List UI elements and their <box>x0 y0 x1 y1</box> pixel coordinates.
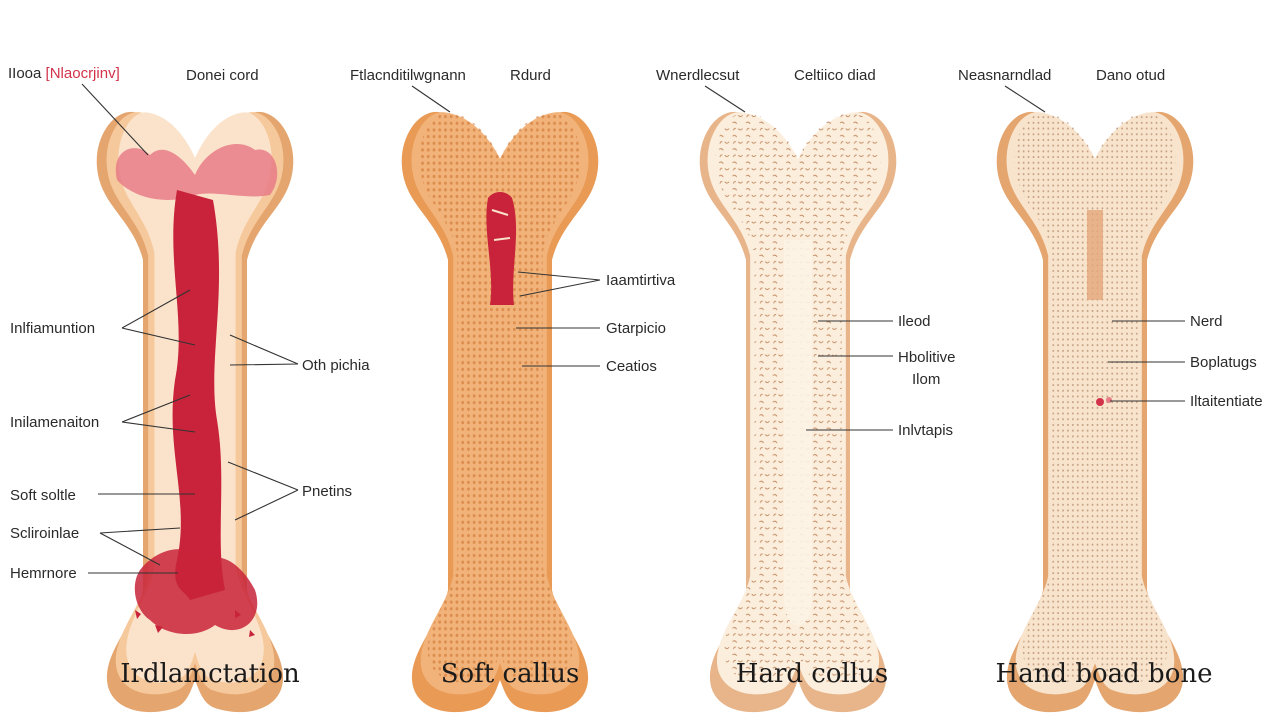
p1-label-inflammation: Inlfiamuntion <box>10 320 95 337</box>
p3-label-b1: Hbolitive <box>898 349 956 366</box>
p1-leader-b <box>229 334 299 366</box>
remodel-spot-2 <box>1106 397 1112 403</box>
p2-caption: Soft callus <box>441 659 580 689</box>
p1-leader-f <box>99 527 181 566</box>
p1-label-hemorrhage: Hemrnore <box>10 565 77 582</box>
p4-label-a: Nerd <box>1190 313 1223 330</box>
p2-top-right-label: Rdurd <box>510 67 551 84</box>
panel-hard-callus <box>699 111 897 713</box>
p1-top-left-label: IIooa [Nlaocrjinv] <box>8 65 120 82</box>
p1-caption: Irdlamctation <box>120 659 300 689</box>
p1-leader-e <box>227 461 299 521</box>
trabecular-texture <box>1014 112 1176 683</box>
panel-remodeled-bone <box>996 111 1194 713</box>
p4-top-right-label: Dano otud <box>1096 67 1165 84</box>
p3-caption: Hard collus <box>736 659 888 689</box>
p3-label-a: Ileod <box>898 313 931 330</box>
p4-top-left-label: Neasnarndlad <box>958 67 1051 84</box>
panel-soft-callus <box>401 111 599 713</box>
hematoma-bottom <box>134 549 258 635</box>
p2-label-b: Gtarpicio <box>606 320 666 337</box>
p3-top-left-label: Wnerdlecsut <box>656 67 740 84</box>
p1-top-right-label: Donei cord <box>186 67 259 84</box>
p1-leader-a <box>121 289 196 346</box>
panel-inflammation <box>96 111 294 713</box>
p4-top-leader <box>1004 85 1046 113</box>
medullary-channel <box>784 240 812 625</box>
p2-top-left-label: Ftlacnditilwgnann <box>350 67 466 84</box>
p3-top-leader <box>704 85 746 113</box>
p2-top-leader <box>411 85 451 113</box>
marrow-streak <box>1087 210 1103 300</box>
p4-caption: Hand boad bone <box>996 659 1213 689</box>
p1-label-soft: Soft soltle <box>10 487 76 504</box>
p1-label-inflammation-2: Inilamenaiton <box>10 414 99 431</box>
p3-top-right-label: Celtiico diad <box>794 67 876 84</box>
clot-highlight <box>491 209 511 241</box>
p1-label-oth: Oth pichia <box>302 357 370 374</box>
fracture-clot <box>486 192 517 305</box>
remodel-spot <box>1096 398 1104 406</box>
p4-label-b: Boplatugs <box>1190 354 1257 371</box>
p4-label-c: Iltaitentiate <box>1190 393 1263 410</box>
hematoma-top <box>115 144 278 200</box>
p2-leader-a <box>517 271 601 297</box>
p1-top-leader <box>81 83 149 156</box>
p2-label-c: Ceatios <box>606 358 657 375</box>
p3-label-c: Inlvtapis <box>898 422 953 439</box>
p1-label-proteins: Pnetins <box>302 483 352 500</box>
p1-label-sclero: Scliroinlae <box>10 525 79 542</box>
p3-label-b2: Ilom <box>912 371 940 388</box>
p1-leader-c <box>121 394 196 433</box>
p2-label-a: Iaamtirtiva <box>606 272 676 289</box>
